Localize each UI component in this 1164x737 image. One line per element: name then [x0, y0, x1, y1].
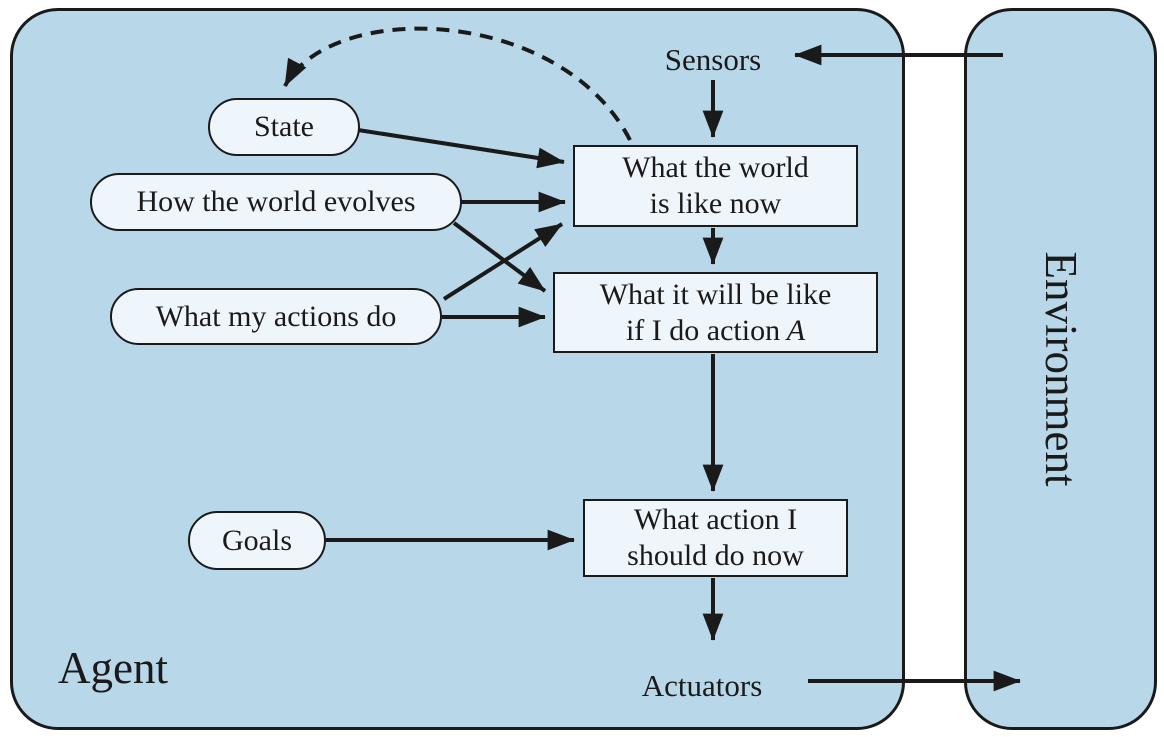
oval-what-actions-do-label: What my actions do [155, 299, 397, 333]
box-action-now-line2: should do now [627, 539, 804, 572]
sensors-label: Sensors [664, 42, 762, 77]
box-world-if-line2-prefix: if I do action [625, 313, 781, 347]
box-action-now: What action I should do now [583, 499, 848, 577]
oval-goals: Goals [188, 511, 326, 570]
oval-goals-label: Goals [222, 523, 292, 557]
environment-label: Environment [1035, 251, 1086, 487]
box-world-now: What the world is like now [573, 145, 858, 227]
box-world-if-line1: What it will be like [599, 277, 832, 311]
box-world-now-line1: What the world [622, 151, 809, 184]
box-action-now-line1: What action I [633, 503, 798, 536]
actuators-label: Actuators [641, 668, 763, 703]
oval-how-world-evolves-label: How the world evolves [136, 185, 416, 218]
oval-how-world-evolves: How the world evolves [90, 173, 462, 231]
agent-panel [10, 8, 905, 730]
box-world-if-action-variable: A [786, 313, 806, 347]
oval-state: State [208, 98, 360, 156]
oval-what-actions-do: What my actions do [110, 288, 442, 345]
agent-label: Agent [58, 643, 168, 693]
environment-panel: Environment [964, 8, 1157, 730]
oval-state-label: State [254, 110, 314, 143]
box-world-now-line2: is like now [649, 187, 782, 220]
